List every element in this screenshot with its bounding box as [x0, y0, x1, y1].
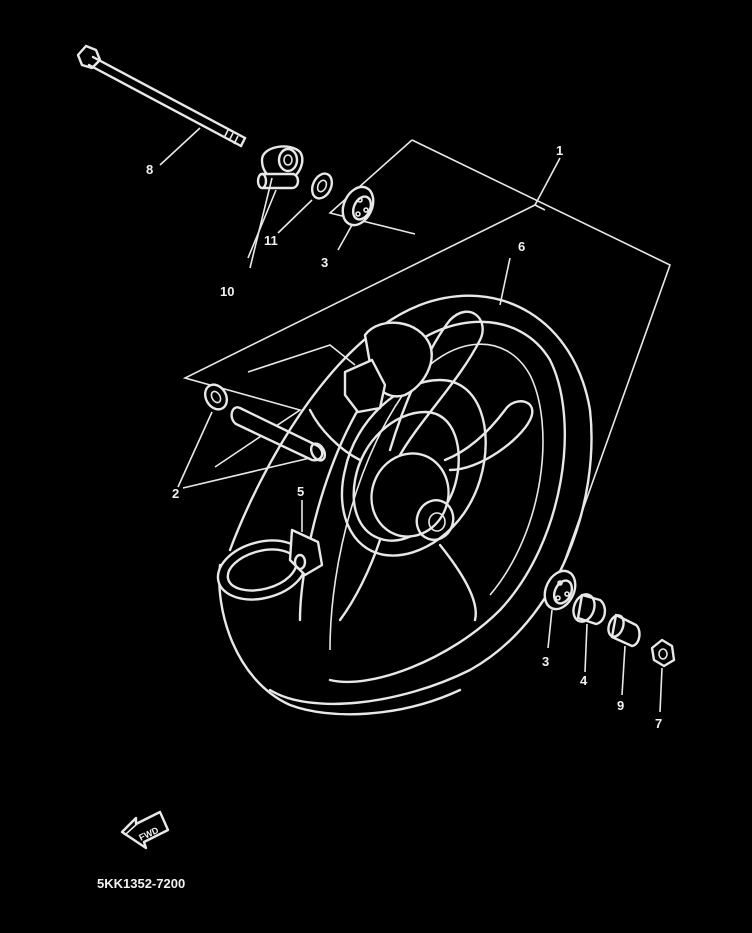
callout-2: 2 — [172, 486, 179, 501]
spacer-9 — [607, 613, 641, 648]
fwd-arrow-icon: FWD — [120, 810, 170, 850]
assembly-bracket-1 — [182, 139, 671, 569]
callout-8: 8 — [146, 162, 153, 177]
speedometer-gear-unit — [256, 145, 304, 190]
oil-seal-11 — [310, 172, 334, 200]
callout-4: 4 — [580, 673, 588, 688]
spacer-collar — [203, 383, 327, 462]
callout-3-upper: 3 — [321, 255, 328, 270]
brake-shoe — [343, 321, 433, 414]
callout-9: 9 — [617, 698, 624, 713]
axle-nut — [650, 638, 676, 668]
callout-11: 11 — [264, 233, 278, 248]
callout-5: 5 — [297, 484, 304, 499]
callout-leaders — [159, 127, 663, 713]
callout-10: 10 — [220, 284, 234, 299]
callout-7: 7 — [655, 716, 662, 731]
tire — [218, 294, 593, 716]
callout-1: 1 — [556, 143, 563, 158]
callout-3-lower: 3 — [542, 654, 549, 669]
axle-bolt — [76, 44, 247, 148]
collar-4 — [572, 593, 607, 626]
clip-5 — [288, 528, 324, 577]
wheel-rim — [308, 310, 534, 622]
callout-6: 6 — [518, 239, 525, 254]
bearing-upper — [341, 185, 375, 227]
bearing-lower — [543, 569, 577, 611]
part-code: 5KK1352-7200 — [97, 876, 185, 891]
